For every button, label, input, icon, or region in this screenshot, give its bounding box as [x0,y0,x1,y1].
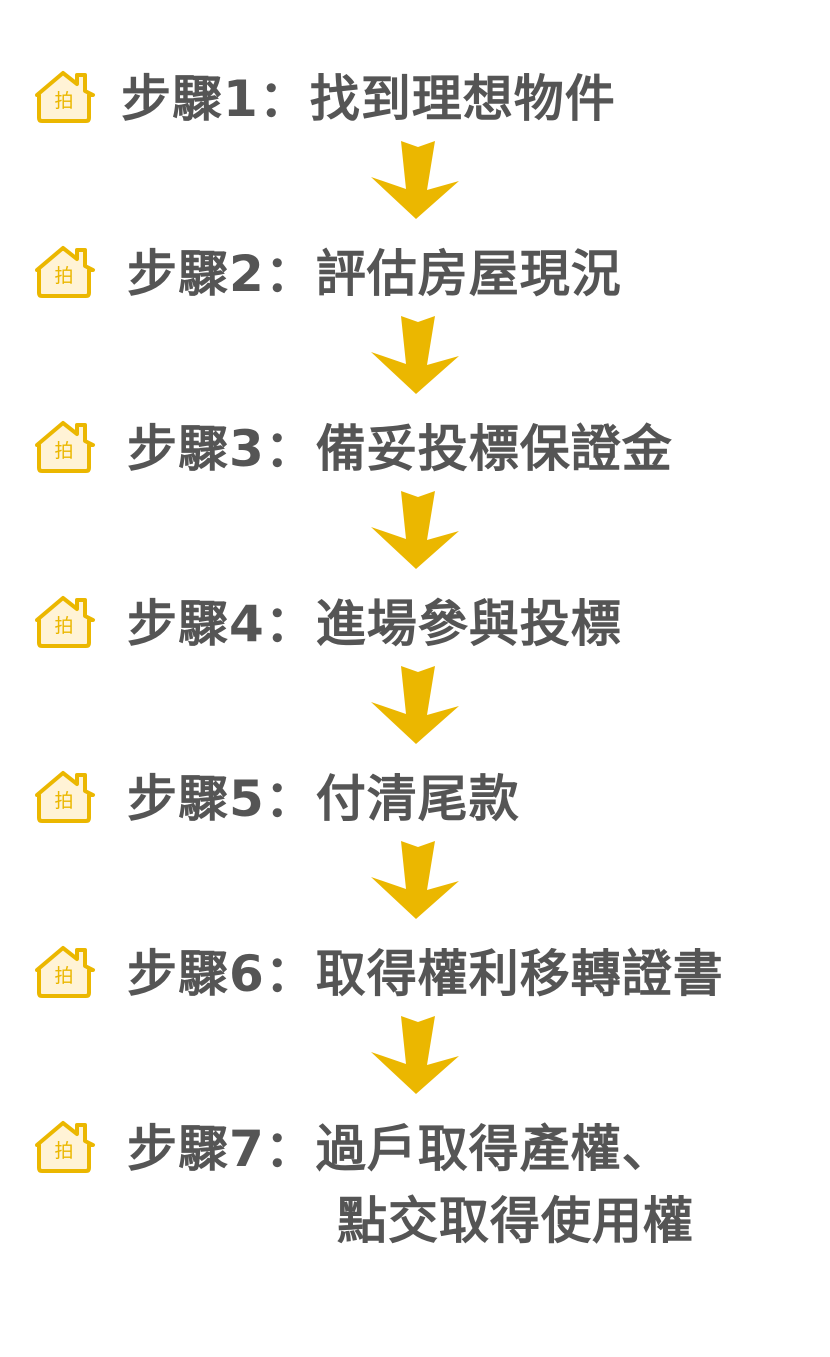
down-arrow-icon [371,491,459,569]
house-icon: 拍 [35,946,95,998]
down-arrow-icon [371,141,459,219]
down-arrow-icon [371,1016,459,1094]
svg-text:拍: 拍 [54,965,73,987]
step-label: 步驟2：評估房屋現況 [127,245,622,303]
svg-text:拍: 拍 [54,90,73,112]
step-label: 步驟4：進場參與投標 [127,595,622,653]
down-arrow-icon [371,841,459,919]
svg-text:拍: 拍 [54,265,73,287]
house-icon: 拍 [35,71,95,123]
step-label: 步驟3：備妥投標保證金 [127,420,673,478]
house-icon: 拍 [35,421,95,473]
svg-text:拍: 拍 [54,790,73,812]
house-icon: 拍 [35,771,95,823]
step-label-continuation: 點交取得使用權 [337,1192,694,1250]
svg-text:拍: 拍 [54,1140,73,1162]
svg-text:拍: 拍 [54,615,73,637]
house-icon: 拍 [35,246,95,298]
step-label: 步驟5：付清尾款 [127,770,520,828]
down-arrow-icon [371,666,459,744]
house-icon: 拍 [35,596,95,648]
svg-text:拍: 拍 [54,440,73,462]
house-icon: 拍 [35,1121,95,1173]
down-arrow-icon [371,316,459,394]
step-label: 步驟6：取得權利移轉證書 [127,945,724,1003]
step-label: 步驟1：找到理想物件 [121,70,616,128]
step-label: 步驟7：過戶取得產權、 [127,1120,673,1178]
